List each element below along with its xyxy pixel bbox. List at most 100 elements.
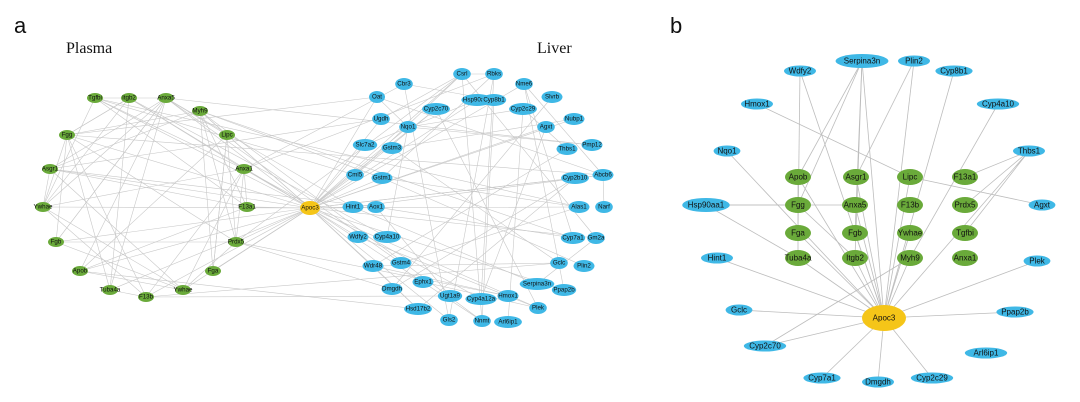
panel-a-letter: a <box>14 13 27 38</box>
panel-a-node-plin2: Plin2 <box>573 260 595 272</box>
panel-b-edge <box>716 257 885 319</box>
panel-b-node-prdx5: Prdx5 <box>952 197 978 213</box>
panel-a-node-wdfy2-shape <box>347 231 369 243</box>
panel-a-node-hsd17b2-shape <box>404 303 432 315</box>
panel-a-node-myh9-shape <box>192 106 208 116</box>
panel-a-edge <box>42 168 245 208</box>
panel-b-node-anxa1: Anxa1 <box>952 250 978 266</box>
panel-b-node-gclc-shape <box>725 304 753 316</box>
panel-b-node-cyp2c70-label: Cyp2c70 <box>749 342 781 351</box>
panel-a-edge <box>243 168 248 208</box>
panel-a-edge <box>309 174 356 209</box>
panel-a-node-cyp2c29-shape <box>509 103 537 115</box>
panel-a-edge <box>391 96 553 290</box>
panel-a-edge <box>42 97 167 208</box>
panel-a-node-cyp4a12a-label: Cyp4a12a <box>467 296 496 303</box>
panel-a-node-fgg: Fgg <box>59 130 75 140</box>
panel-b-node-serpina3n-shape <box>835 54 889 68</box>
panel-a-hub-node-shape <box>300 201 320 215</box>
panel-a-node-gstm1: Gstm1 <box>371 172 393 184</box>
panel-a-node-nqo1-shape <box>399 121 417 133</box>
panel-a-edge <box>94 97 580 208</box>
panel-a-node-gstm1-shape <box>371 172 393 184</box>
panel-a-node-asgr1: Asgr1 <box>42 164 59 174</box>
panel-a-edge <box>49 168 311 209</box>
panel-a-edge <box>400 206 580 264</box>
panel-b-node-gclc-label: Gclc <box>731 306 747 315</box>
panel-a-edges <box>42 73 605 323</box>
panel-b-node-arl6ip1-shape <box>964 347 1008 359</box>
panel-a-node-agxt-label: Agxt <box>540 124 553 131</box>
panel-b-edge <box>705 204 799 259</box>
panel-a-node-wdfy2-label: Wdfy2 <box>349 234 367 241</box>
panel-b-edge <box>797 204 856 259</box>
panel-b-node-nqo1: Nqo1 <box>713 145 741 157</box>
panel-a-edge <box>243 73 495 170</box>
panel-a-node-cyp7a1-shape <box>560 232 586 244</box>
panel-b-node-tgfbi: Tgfbi <box>952 225 978 241</box>
panel-a-edge <box>109 207 311 291</box>
panel-a-node-asgr1-shape <box>42 164 58 174</box>
panel-a-edge <box>480 126 547 300</box>
panel-b-node-cyp2c29-label: Cyp2c29 <box>916 374 948 383</box>
panel-a-node-anxa5: Anxa5 <box>157 93 175 103</box>
panel-a-node-f13b: F13b <box>138 292 154 302</box>
panel-a-edge <box>309 207 565 291</box>
panel-b-node-agxt-label: Agxt <box>1034 201 1051 210</box>
panel-a-edge <box>226 134 311 209</box>
panel-a-edge <box>55 241 184 291</box>
panel-a-edge <box>79 207 311 272</box>
panel-a-node-gstm4: Gstm4 <box>390 257 412 269</box>
panel-b-edge <box>883 70 955 319</box>
panel-b-node-fgb-shape <box>842 225 868 241</box>
panel-b-node-itgb2-label: Itgb2 <box>846 254 864 263</box>
panel-a-node-hmox1-shape <box>497 290 519 302</box>
panel-a-node-apob-shape <box>72 266 88 276</box>
panel-a-node-prdx5: Prdx5 <box>228 237 245 247</box>
panel-a-node-alas1-label: Alas1 <box>571 204 587 211</box>
panel-b-node-itgb2-shape <box>842 250 868 266</box>
panel-b-node-anxa5-shape <box>842 197 868 213</box>
panel-a-node-arl6ip1-shape <box>494 316 522 328</box>
panel-a-node-cbr3: Cbr3 <box>395 78 413 90</box>
panel-a-edge <box>376 96 604 176</box>
panel-a-node-abcb6-shape <box>592 169 614 181</box>
panel-a-node-itgb2-label: Itgb2 <box>122 95 136 102</box>
panel-a-node-prdx5-shape <box>228 237 244 247</box>
panel-a-edge <box>376 96 409 128</box>
panel-a-node-arl6ip1: Arl6ip1 <box>494 316 522 328</box>
panel-a-node-cbr3-shape <box>395 78 413 90</box>
panel-b-edge <box>756 103 911 178</box>
panel-a-edge <box>435 108 539 309</box>
panel-a-node-ywhae-label: Ywhae <box>174 287 193 294</box>
panel-b-node-cyp4a10: Cyp4a10 <box>976 98 1020 110</box>
panel-a-edge <box>109 97 167 291</box>
panel-b-node-myh9-shape <box>897 250 923 266</box>
panel-a-node-f13b-label: F13b <box>139 294 154 301</box>
panel-a-node-ywhae-shape <box>175 285 191 295</box>
panel-b-node-agxt-shape <box>1028 199 1056 211</box>
panel-b-node-ppap2b-shape <box>996 306 1034 318</box>
panel-b-node-hint1: Hint1 <box>701 252 733 264</box>
panel-b-node-ywhae-shape <box>897 225 923 241</box>
panel-a-node-fga: Fga <box>205 266 221 276</box>
panel-a-node-pmp12-label: Pmp12 <box>582 142 602 149</box>
panel-a-node-abcb6: Abcb6 <box>592 169 614 181</box>
panel-b-node-ppap2b-label: Ppap2b <box>1001 308 1029 317</box>
panel-b-node-f13a1-shape <box>952 169 978 185</box>
panel-a-node-itgb2-shape <box>121 93 137 103</box>
panel-a-node-slvrb: Slvrb <box>541 91 563 103</box>
panel-a-node-pmp12-shape <box>581 139 603 151</box>
panel-a-edge <box>380 73 463 120</box>
panel-a-edge <box>375 206 574 239</box>
panel-b-hub-node-shape <box>862 305 906 331</box>
panel-a-node-csrl: Csrl <box>453 68 471 80</box>
panel-b-node-apob-label: Apob <box>789 173 808 182</box>
panel-b-node-f13b-label: F13b <box>901 201 920 210</box>
panel-a-node-arl6ip1-label: Arl6ip1 <box>498 319 518 326</box>
panel-a-node-serpina3n-label: Serpina3n <box>523 281 552 288</box>
panel-a-edge <box>243 168 311 209</box>
panel-a-node-asgr1-label: Asgr1 <box>42 166 59 173</box>
panel-a-edge <box>309 207 359 238</box>
panel-a-edge <box>523 83 604 176</box>
